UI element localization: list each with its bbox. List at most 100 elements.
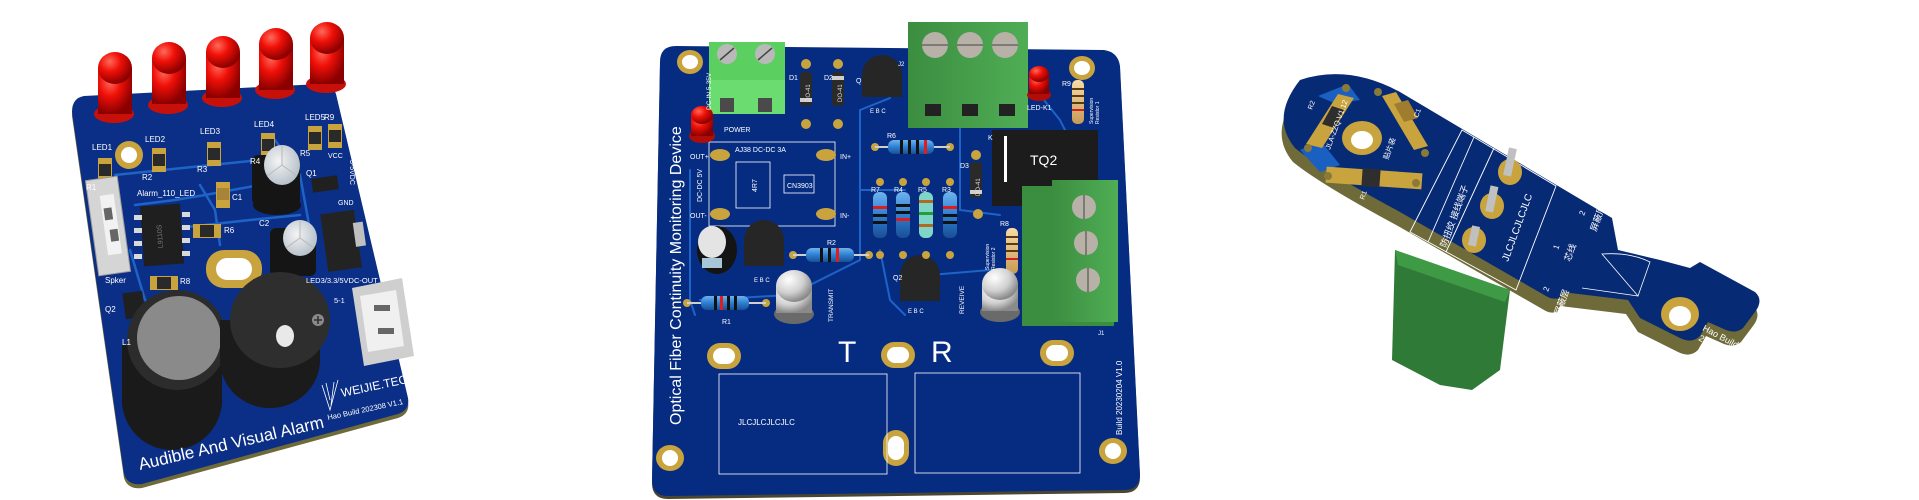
label-r6: R6 [224,226,235,235]
label-q1: Q1 [306,169,317,178]
label-r6: R6 [887,133,896,140]
label-j2: J2 [898,62,905,68]
label-r2: R2 [142,173,153,182]
label-led-k1: LED-K1 [1027,105,1052,112]
pcb-board [1283,74,1760,341]
diode-d2 [832,59,844,129]
led-k1 [1027,66,1051,101]
label-led5: LED5 [305,113,326,122]
label-ebc-1: E B C [870,109,886,115]
mounting-hole-tip [1661,297,1699,331]
big-letter-t: T [838,336,856,369]
led-power [689,106,715,143]
speaker-connector [84,175,132,277]
resistor-column [873,178,957,259]
label-r8: R8 [180,277,191,286]
label-d2: D2 [824,75,833,82]
board-shield-terminal: R2 C1 R1 JLA-ZZQ V1.12 贴片装 防扭绞 接线端子 JLCJ… [1281,74,1760,390]
label-led2: LED2 [145,135,166,144]
label-out-minus: OUT- [690,213,707,220]
label-led4: LED4 [254,120,275,129]
mounting-hole [115,141,143,169]
label-r4: R4 [894,187,903,194]
label-sup2b: Resistor 2 [991,247,997,270]
terminal-block-power [709,42,785,114]
voltage-regulator [320,209,367,272]
transistor-q1 [311,175,339,193]
label-module: AJ38 DC-DC 3A [735,147,786,154]
label-transmit: TRANSMIT [828,289,835,322]
label-ebc-2: E B C [754,278,770,284]
terminal-block-j1 [1022,180,1118,326]
label-gnd: GND [338,200,354,207]
resistor-r2 [789,248,873,262]
capacitor [697,226,737,274]
label-ic: Alarm_110_LED [137,189,195,198]
label-spker: Spker [105,276,126,285]
ic-chip: L9110S [134,203,190,267]
label-core-num: 1 [1551,243,1561,251]
label-q: Q [856,78,862,85]
label-r1: R1 [722,319,731,326]
terminal-block-green [1392,250,1510,390]
resistor-r6 [871,140,954,154]
board-title: Optical Fiber Continuity Monitoring Devi… [668,126,685,425]
label-in-minus: IN- [840,213,850,220]
label-vcc: VCC [328,153,343,160]
label-inductor: 4R7 [752,179,759,192]
terminal-block-j2 [908,22,1028,128]
relay-label: TQ2 [1030,152,1057,168]
capacitor-c3 [270,220,317,276]
label-r7: R7 [871,187,880,194]
silk-box-left [718,373,888,475]
build-text: Build 20230204 V1.0 [1115,360,1124,435]
label-d3: D3 [960,163,969,170]
resistor-r1 [683,296,770,310]
label-sup1a: Supervision [1089,98,1095,124]
led-3 [202,36,242,107]
label-power: POWER [724,127,750,134]
label-c1: C1 [1413,108,1423,119]
label-c1: C1 [232,193,243,202]
buzzer-large [122,290,227,450]
label-r4: R4 [250,157,261,166]
transistor-q [862,55,902,97]
logo-arrow [1581,253,1651,297]
weijie-logo [321,379,339,412]
label-sup1b: Resistor 1 [1095,101,1101,124]
chip-marking: L9110S [156,224,165,248]
dcdc-module [708,141,836,227]
label-ebc-3: E B C [908,309,924,315]
mounting-hole-center [1342,121,1382,155]
label-r3: R3 [197,165,208,174]
label-q2: Q2 [893,275,902,282]
label-q2: Q2 [105,305,116,314]
label-d1: D1 [789,75,798,82]
label-conn: 5-1 [334,296,345,305]
led-2 [148,42,188,114]
smd-capacitor-c1 [1374,88,1429,157]
label-l1: L1 [122,338,131,347]
label-do41-2: DO-41 [838,84,844,102]
label-r3: R3 [942,187,951,194]
capacitor-c2 [252,145,301,215]
led-5 [306,22,346,93]
copper-traces [689,94,1071,316]
label-r2: R2 [827,240,836,247]
led-1 [94,52,134,123]
resistor-r9 [1072,80,1084,124]
led-row [94,22,346,123]
label-r1: R1 [86,183,97,192]
label-jlc: JLCJLCJLCJLC [738,418,795,427]
terminal-pins [1462,147,1522,253]
label-do41-1: DO-41 [806,84,812,102]
mounting-holes [656,50,1127,471]
label-j1: J1 [1098,331,1105,337]
buzzer-small [220,272,330,408]
led-4 [255,28,295,99]
label-k: K [988,135,993,142]
label-led1: LED1 [92,143,113,152]
label-shield-b-num: 2 [1541,285,1551,293]
label-r1: R1 [1359,190,1369,201]
